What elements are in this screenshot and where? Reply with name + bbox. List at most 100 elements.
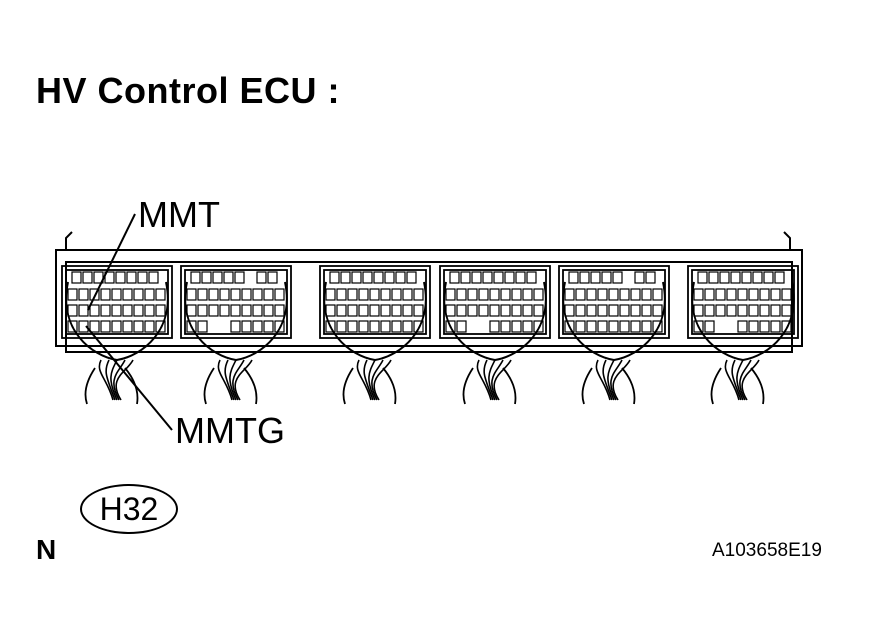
wire-strand bbox=[739, 359, 752, 401]
wire-strand bbox=[113, 359, 126, 401]
pin-cavity bbox=[230, 304, 241, 317]
pin-cavity bbox=[586, 288, 597, 301]
pin-cavity bbox=[564, 304, 575, 317]
pin-cavity bbox=[445, 304, 456, 317]
wire-strand bbox=[373, 359, 392, 401]
wire-strand bbox=[595, 359, 611, 401]
pin-cavity bbox=[741, 271, 752, 284]
pin-cavity bbox=[340, 271, 351, 284]
pin-cavity bbox=[263, 304, 274, 317]
module-frame bbox=[61, 265, 173, 339]
wire-strand bbox=[502, 367, 517, 405]
wire-strand bbox=[368, 359, 376, 401]
pin-cavity bbox=[693, 304, 704, 317]
pin-cavity bbox=[241, 288, 252, 301]
pin-cavity bbox=[522, 288, 533, 301]
pin-cavity bbox=[78, 288, 89, 301]
connector-code-badge: H32 bbox=[80, 484, 178, 534]
pin-cavity bbox=[737, 320, 748, 333]
pin-cavity bbox=[197, 304, 208, 317]
pin-cavity bbox=[781, 320, 792, 333]
pin-cavity bbox=[406, 271, 417, 284]
pin-cavity bbox=[219, 288, 230, 301]
pin-cavity bbox=[391, 304, 402, 317]
pin-cavity bbox=[774, 271, 785, 284]
leader-lines bbox=[85, 213, 173, 431]
connector-module bbox=[61, 265, 173, 405]
pin-cavity bbox=[380, 320, 391, 333]
wire-strand bbox=[621, 367, 636, 405]
pin-cavity bbox=[380, 288, 391, 301]
wire-strand bbox=[363, 359, 374, 401]
module-frame bbox=[319, 265, 431, 339]
module-frame bbox=[439, 265, 551, 339]
pin-cavity bbox=[252, 304, 263, 317]
pin-cavity bbox=[759, 320, 770, 333]
wire-strand bbox=[243, 367, 258, 405]
wire-strand bbox=[491, 359, 504, 401]
wire-strand bbox=[581, 367, 593, 405]
pin-cavity bbox=[586, 304, 597, 317]
pin-cavity bbox=[384, 271, 395, 284]
pin-cavity bbox=[391, 288, 402, 301]
wire-strand bbox=[115, 359, 134, 401]
pin-cavity bbox=[67, 320, 78, 333]
pin-cavity bbox=[115, 271, 126, 284]
wire-strand bbox=[493, 359, 512, 401]
pin-cavity bbox=[347, 288, 358, 301]
pin-cavity bbox=[564, 320, 575, 333]
pin-cavity bbox=[590, 271, 601, 284]
pin-cavity bbox=[373, 271, 384, 284]
pin-cavity bbox=[730, 271, 741, 284]
pin-cavity bbox=[645, 271, 656, 284]
connector-module bbox=[180, 265, 292, 405]
connector-module bbox=[687, 265, 799, 405]
wire-strand bbox=[736, 359, 744, 401]
pin-cavity bbox=[380, 304, 391, 317]
pin-cavity bbox=[748, 304, 759, 317]
pin-cavity bbox=[652, 320, 663, 333]
pin-cavity bbox=[263, 320, 274, 333]
pin-cavity bbox=[482, 271, 493, 284]
pin-cavity bbox=[369, 320, 380, 333]
pin-cavity bbox=[763, 271, 774, 284]
pin-cavity bbox=[201, 271, 212, 284]
pin-cavity bbox=[362, 271, 373, 284]
wire-strand bbox=[224, 359, 235, 401]
pin-cavity bbox=[212, 271, 223, 284]
wire-strand bbox=[741, 359, 760, 401]
module-frame bbox=[687, 265, 799, 339]
pin-cavity bbox=[325, 320, 336, 333]
wire-strand bbox=[105, 359, 116, 401]
pin-cavity bbox=[336, 304, 347, 317]
connector-modules bbox=[61, 265, 799, 405]
pin-cavity bbox=[634, 271, 645, 284]
connector-module bbox=[558, 265, 670, 405]
pin-cavity bbox=[445, 288, 456, 301]
pin-cavity bbox=[748, 320, 759, 333]
pin-cavity bbox=[126, 271, 137, 284]
pin-cavity bbox=[715, 304, 726, 317]
pin-cavity bbox=[325, 304, 336, 317]
pin-cavity bbox=[500, 288, 511, 301]
pin-cavity bbox=[641, 320, 652, 333]
pin-cavity bbox=[489, 304, 500, 317]
pin-cavity bbox=[770, 288, 781, 301]
pin-cavity bbox=[67, 304, 78, 317]
pin-cavity bbox=[241, 304, 252, 317]
pin-cavity bbox=[500, 320, 511, 333]
wire-strand bbox=[98, 359, 114, 401]
pin-cavity bbox=[704, 320, 715, 333]
pin-cavity bbox=[471, 271, 482, 284]
pin-cavity bbox=[489, 320, 500, 333]
connector-module bbox=[319, 265, 431, 405]
pin-cavity bbox=[122, 304, 133, 317]
leader-line-mmt bbox=[87, 213, 136, 311]
pin-cavity bbox=[219, 304, 230, 317]
pin-cavity bbox=[358, 304, 369, 317]
diagram-title: HV Control ECU : bbox=[36, 70, 340, 111]
pin-cavity bbox=[122, 320, 133, 333]
pin-cavity bbox=[630, 288, 641, 301]
pin-cavity bbox=[770, 320, 781, 333]
pin-cavity bbox=[456, 320, 467, 333]
